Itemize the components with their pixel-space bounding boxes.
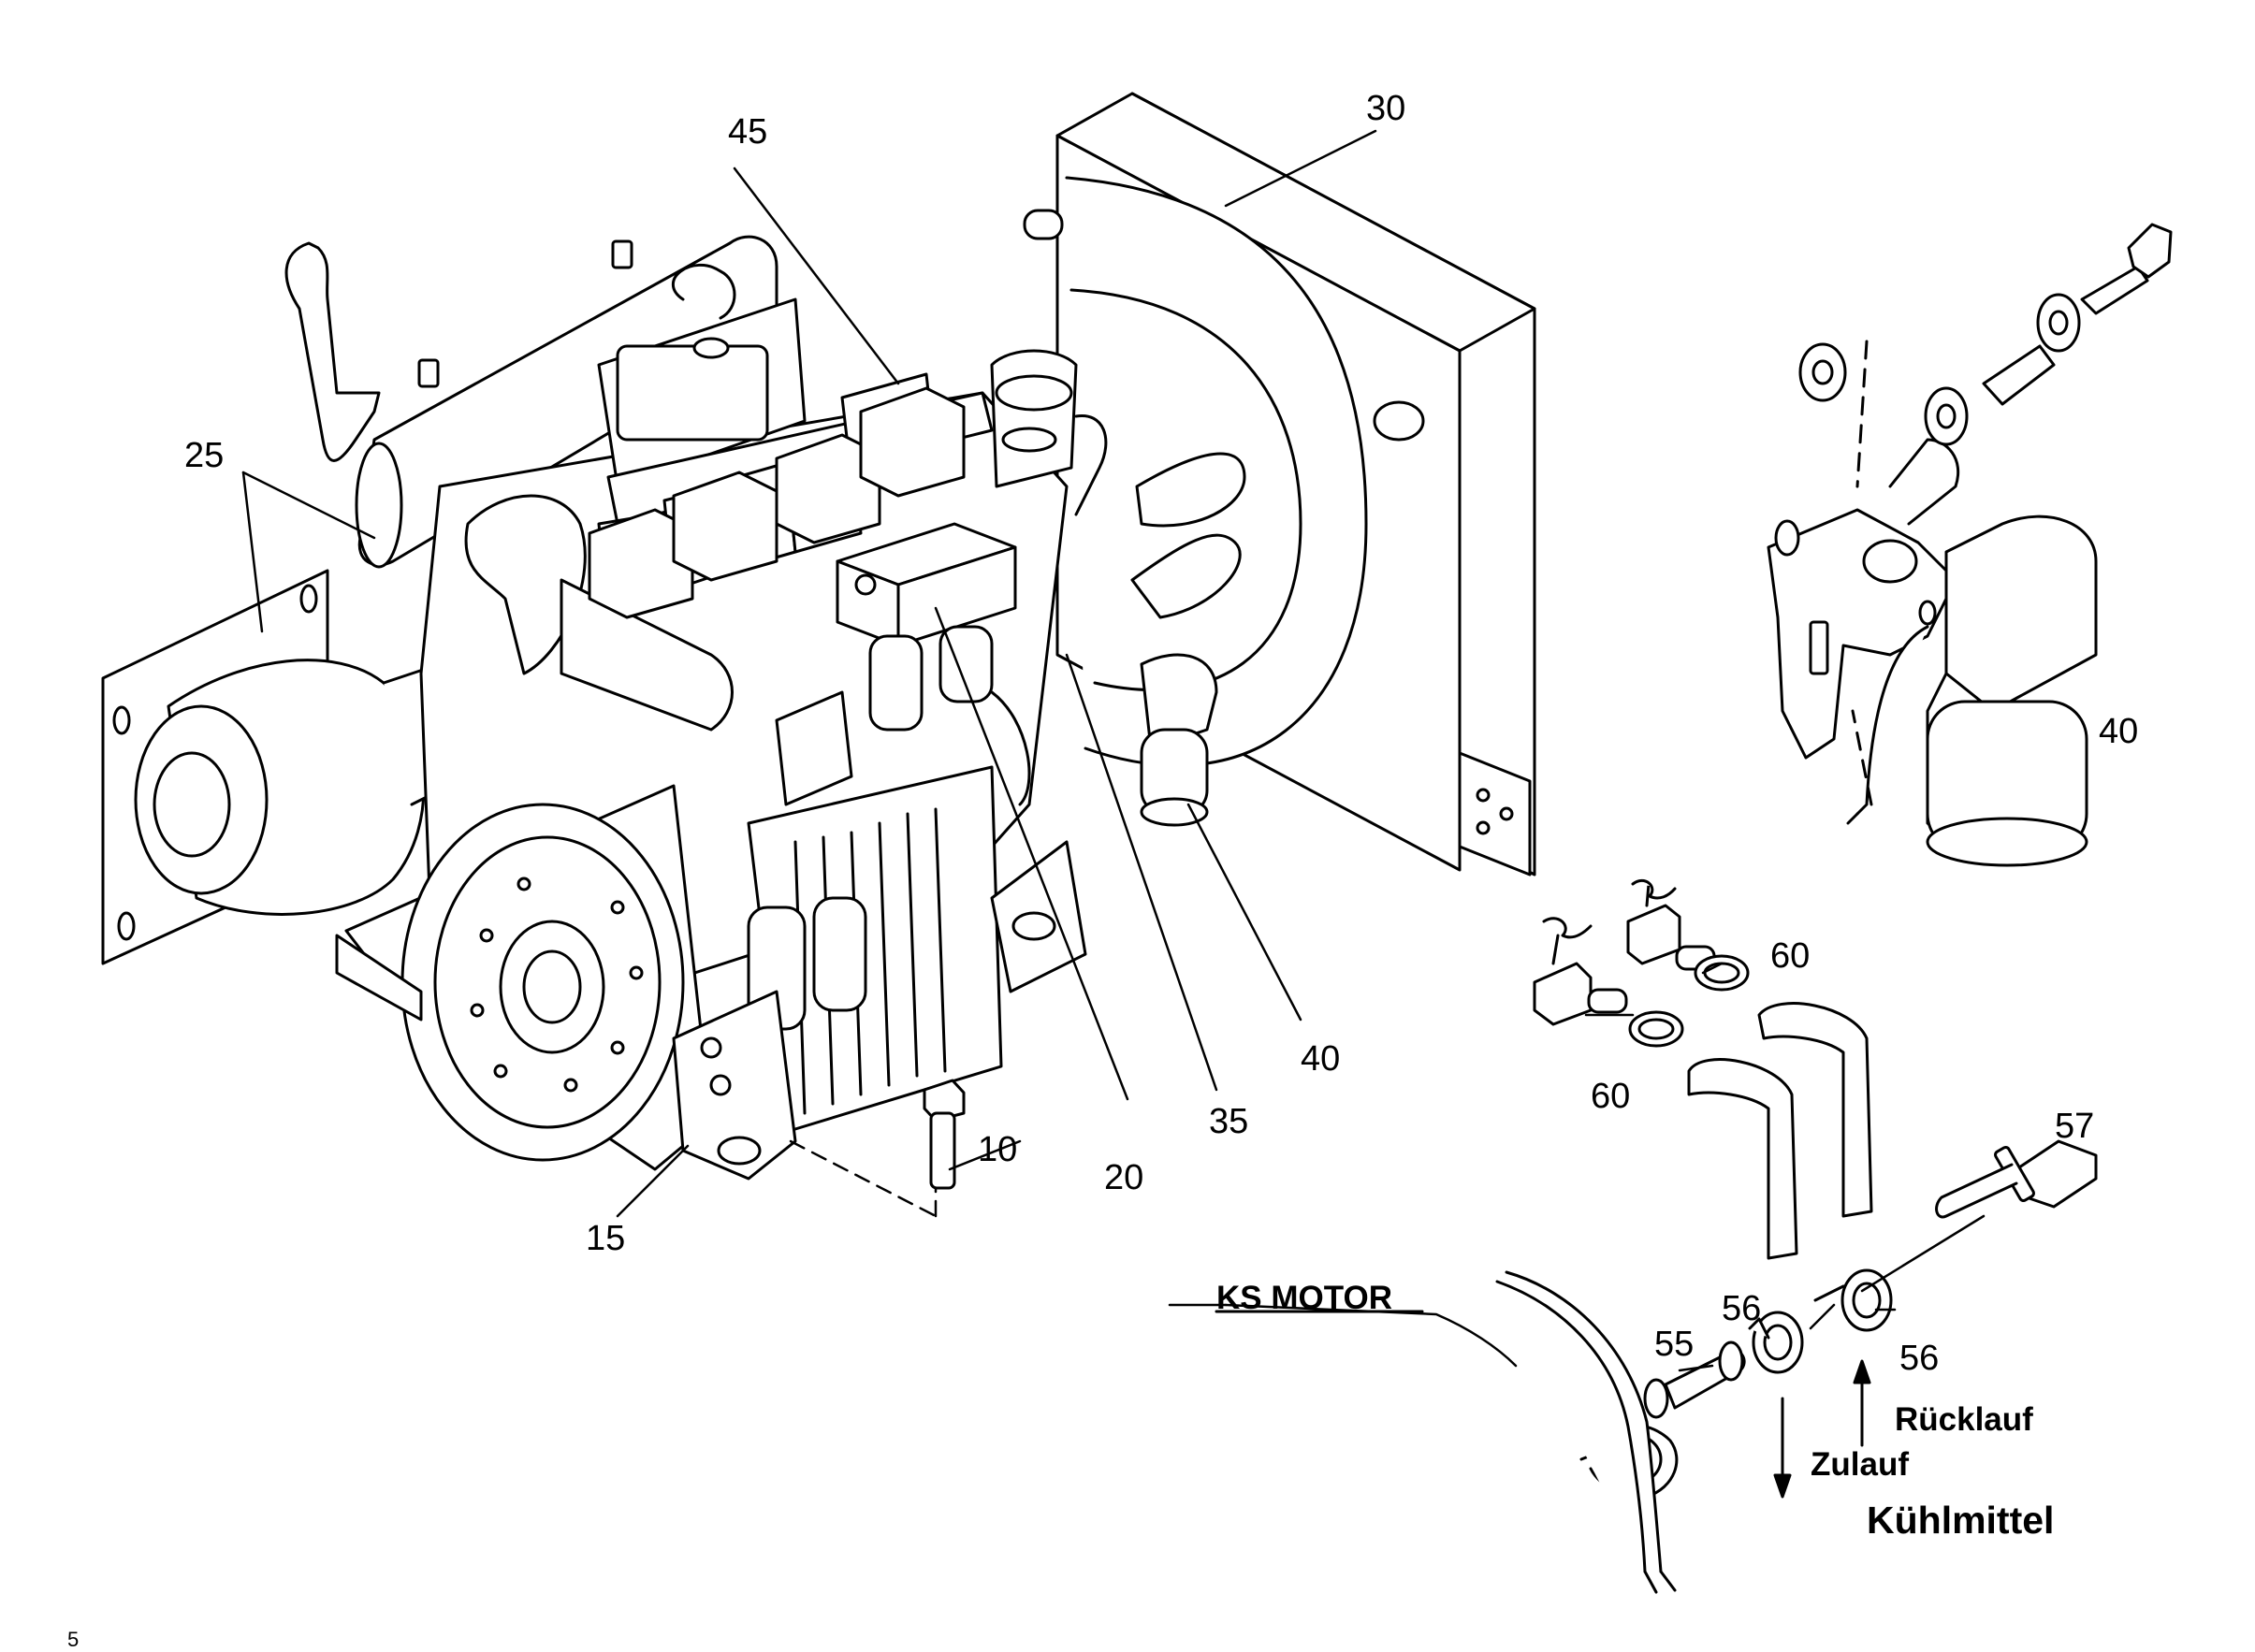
callout-57: 57 — [2055, 1107, 2095, 1146]
leader-lines — [241, 129, 1986, 1372]
callout-30: 30 — [1366, 89, 1406, 128]
callout-60-lower: 60 — [1591, 1077, 1631, 1116]
callout-45: 45 — [728, 112, 768, 152]
ruecklauf-label: Rücklauf — [1895, 1401, 2033, 1438]
callout-20: 20 — [1104, 1158, 1144, 1197]
coolant-hose-parts — [1495, 878, 2098, 1594]
ignition-coils — [588, 337, 1108, 619]
sensor-40-engine — [1140, 653, 1218, 827]
ruecklauf-arrow-icon — [1853, 1359, 1871, 1384]
sensor-40-detail — [1767, 223, 2173, 867]
zulauf-label: Zulauf — [1811, 1446, 1909, 1483]
flow-arrows — [1773, 1359, 1871, 1499]
flywheel-housing — [335, 784, 713, 1171]
callout-55: 55 — [1654, 1325, 1695, 1364]
callout-60-upper: 60 — [1770, 936, 1811, 976]
callout-40-main: 40 — [1301, 1039, 1341, 1079]
callout-15: 15 — [586, 1219, 626, 1258]
ks-motor-label: KS MOTOR — [1216, 1280, 1392, 1316]
callout-10: 10 — [978, 1130, 1018, 1169]
callout-56-right: 56 — [1899, 1339, 1940, 1378]
sump-and-filters — [672, 765, 1087, 1181]
callout-40-detail: 40 — [2099, 712, 2139, 751]
callout-35: 35 — [1209, 1102, 1249, 1141]
callout-56-left: 56 — [1722, 1289, 1762, 1328]
zulauf-arrow-icon — [1773, 1473, 1792, 1499]
corner-mark: 5 — [67, 1628, 80, 1651]
injection-block — [836, 522, 1031, 806]
bolt-10 — [923, 1079, 966, 1190]
kuehlmittel-label: Kühlmittel — [1867, 1499, 2055, 1542]
callout-25: 25 — [184, 436, 225, 475]
